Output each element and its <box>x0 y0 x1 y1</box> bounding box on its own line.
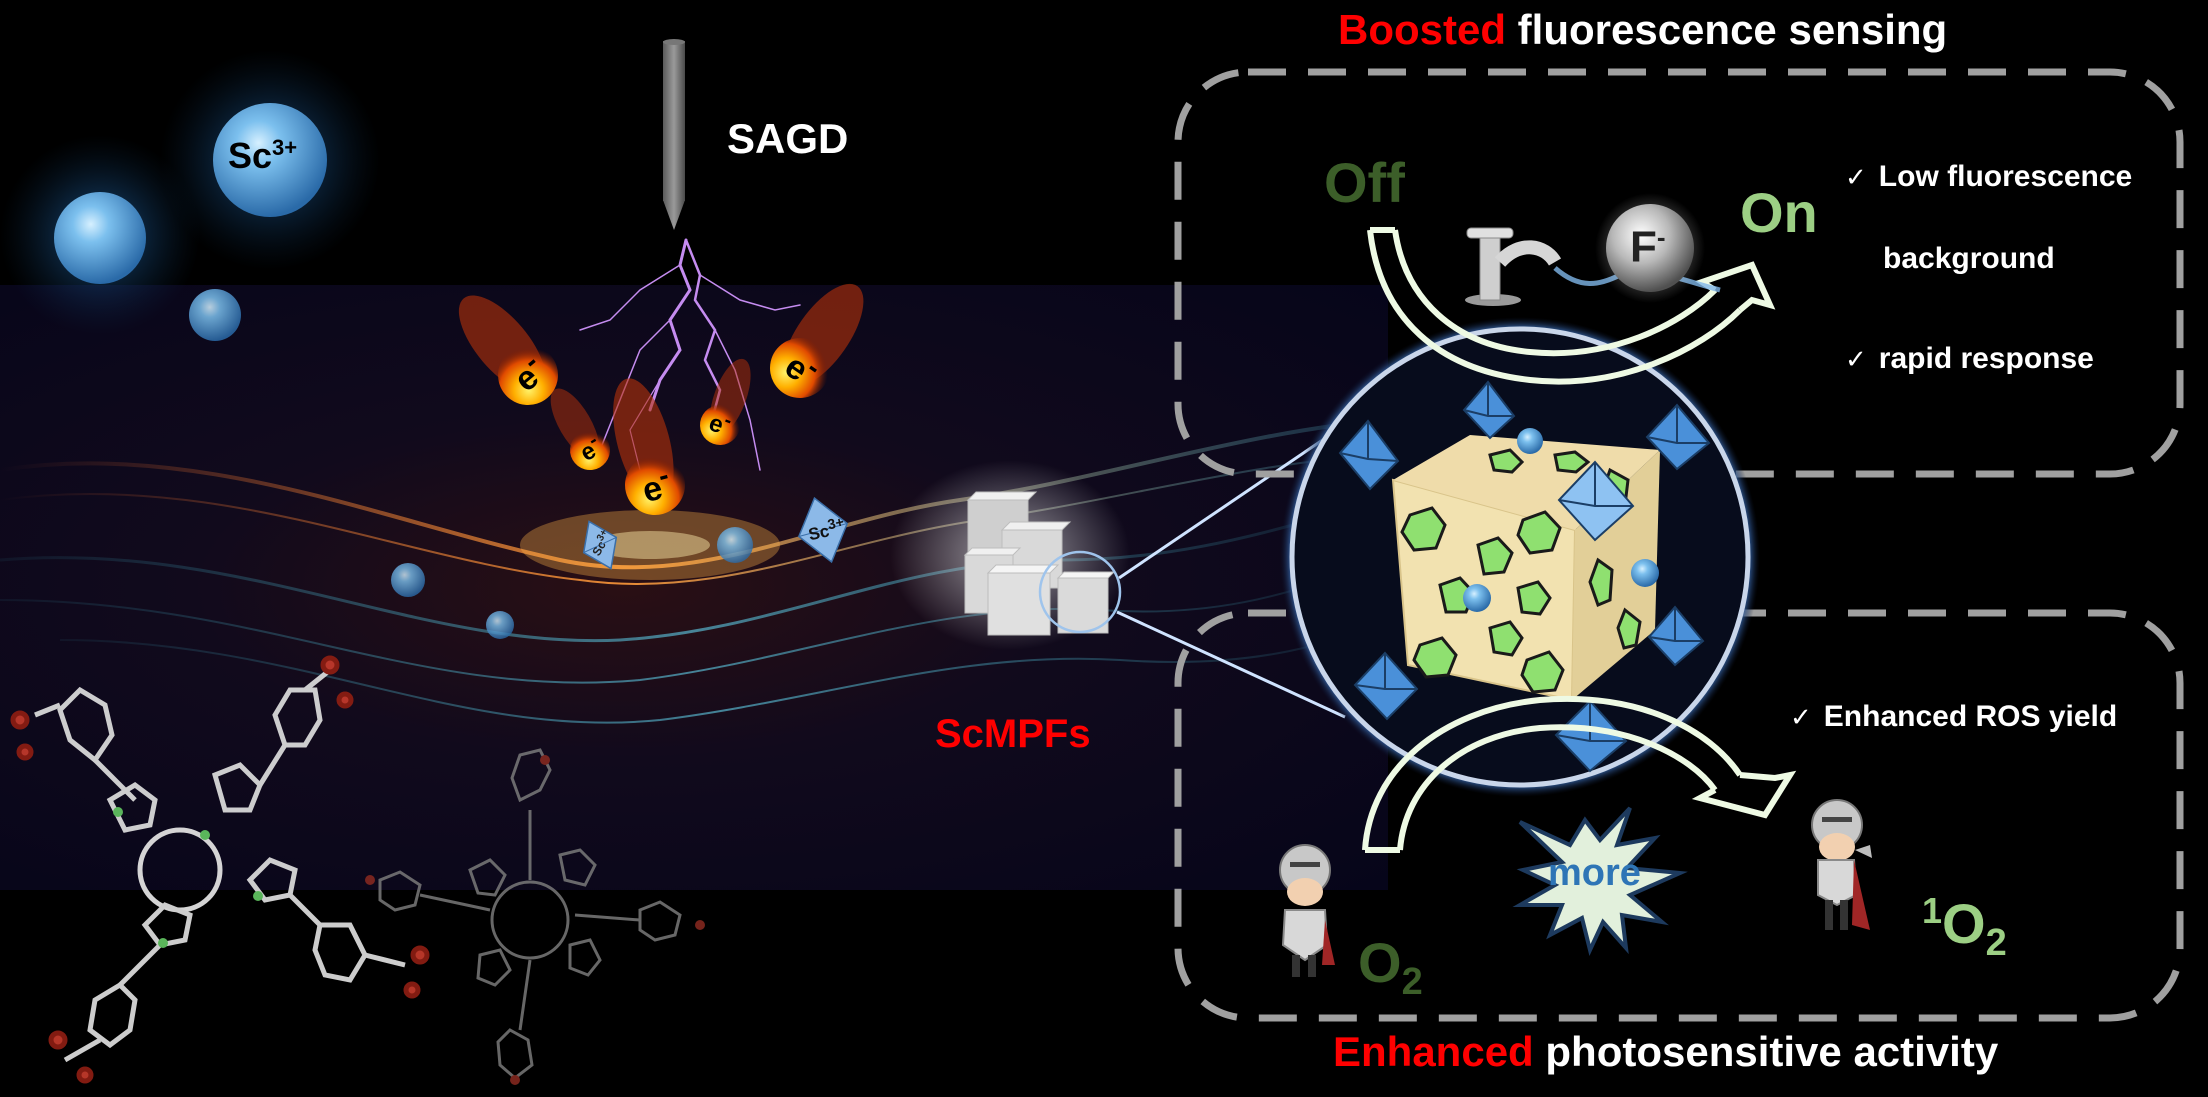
electron-fireballs <box>458 283 864 515</box>
octahedron-icon <box>1557 460 1635 542</box>
fluoride-label: F- <box>1630 222 1666 273</box>
cosmic-background-band <box>0 285 1388 890</box>
photosensitive-panel-title: Enhanced photosensitive activity <box>1333 1028 1998 1076</box>
sc-ion-charge: 3+ <box>272 135 298 160</box>
check-icon: ✓ <box>1790 702 1812 732</box>
scmpfs-product-label: ScMPFs <box>935 712 1091 756</box>
octahedron-icon <box>582 520 618 570</box>
octahedron-icon <box>1554 699 1628 773</box>
octahedron-icon <box>1353 651 1419 721</box>
electron-fireball <box>458 295 558 405</box>
octahedron-icon <box>1338 419 1400 491</box>
sc-ion-label: Sc3+ <box>228 135 297 177</box>
zoom-connector-lines <box>1116 433 1346 719</box>
porphyrin-linker-small <box>365 748 705 1085</box>
octahedron-icon <box>1462 380 1516 440</box>
electron-fireball <box>613 378 685 515</box>
singlet-oxygen-label: 1O2 <box>1922 890 2007 965</box>
fluoride-symbol: F <box>1630 222 1657 272</box>
title-rest: photosensitive activity <box>1545 1028 1999 1075</box>
feature-low-background: ✓ Low fluorescence <box>1845 160 2132 194</box>
check-icon: ✓ <box>1845 162 1867 192</box>
more-label: more <box>1548 852 1641 894</box>
sc-octahedra-nodes <box>1338 380 1711 773</box>
sc-ion-sphere <box>213 103 327 217</box>
sensing-panel-title: Boosted fluorescence sensing <box>1338 6 1947 54</box>
electron-fireball <box>770 283 864 398</box>
octahedron-sc-charge: 3+ <box>826 514 846 534</box>
feature-low-background-line2: background <box>1883 242 2055 275</box>
faucet-icon <box>1465 227 1721 306</box>
oxygen-symbol: O <box>1942 892 1986 955</box>
fluoride-charge: - <box>1656 222 1666 252</box>
state-off-label: Off <box>1324 151 1405 214</box>
oxygen-subscript: 2 <box>1401 961 1423 1003</box>
octahedron-icon <box>797 496 849 564</box>
scmpfs-cubes-icon <box>890 460 1130 650</box>
oxygen-symbol: O <box>1358 931 1402 994</box>
feature-rapid-response: ✓ rapid response <box>1845 342 2094 376</box>
title-rest: fluorescence sensing <box>1517 6 1948 53</box>
feature-text: rapid response <box>1878 342 2094 375</box>
scandium-ions <box>0 50 753 639</box>
zoom-circle <box>1038 550 1122 634</box>
ground-state-oxygen-label: O2 <box>1358 930 1423 1004</box>
energy-waves <box>0 418 1389 724</box>
title-highlight: Enhanced <box>1333 1028 1534 1075</box>
electron-fireball <box>550 388 610 470</box>
sc-ion-symbol: Sc <box>228 135 273 176</box>
magnified-crystal <box>1280 317 1760 797</box>
lightning-discharge-icon <box>579 238 801 471</box>
knight-singlet-oxygen-icon <box>1811 799 1872 930</box>
knight-o2-icon <box>1279 844 1335 977</box>
mof-cube-icon <box>1391 428 1660 702</box>
oxygen-subscript: 2 <box>1985 922 2007 964</box>
title-highlight: Boosted <box>1338 6 1506 53</box>
singlet-superscript: 1 <box>1922 890 1943 931</box>
photo-arrow-icon <box>1362 696 1797 853</box>
check-icon: ✓ <box>1845 344 1867 374</box>
fluoride-ion-icon <box>1595 193 1705 303</box>
sagd-method-label: SAGD <box>727 115 849 162</box>
sagd-needle-icon <box>663 39 685 230</box>
feature-ros-yield: ✓ Enhanced ROS yield <box>1790 700 2117 734</box>
electron-fireball <box>700 358 751 445</box>
feature-text: Low fluorescence <box>1878 160 2133 193</box>
porphyrin-linker-large <box>10 655 430 1084</box>
feature-text: Enhanced ROS yield <box>1823 700 2118 733</box>
sc-octahedra-small <box>582 496 849 570</box>
more-starburst-icon <box>1512 806 1688 956</box>
octahedron-icon <box>1647 605 1705 667</box>
state-on-label: On <box>1740 181 1818 244</box>
octahedron-icon <box>1645 403 1711 471</box>
